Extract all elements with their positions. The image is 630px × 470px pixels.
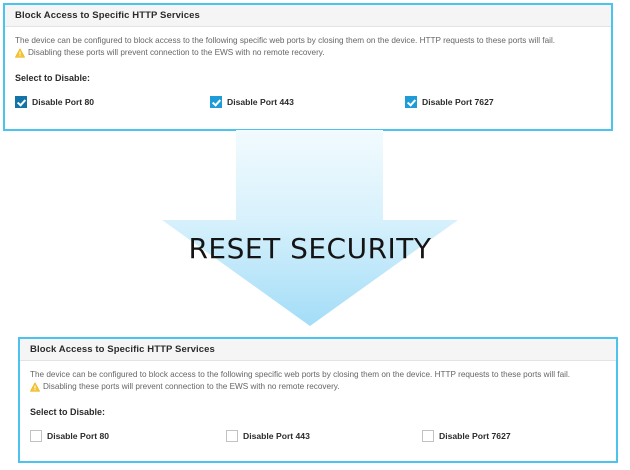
checkbox-item-port-7627-bottom[interactable]: Disable Port 7627 — [422, 430, 511, 442]
page-title: Block Access to Specific HTTP Services — [15, 10, 200, 21]
checkbox-port-443[interactable] — [210, 96, 222, 108]
checkbox-label-port-80-bottom: Disable Port 80 — [47, 431, 110, 441]
checkbox-label-port-7627: Disable Port 7627 — [422, 97, 494, 107]
checkbox-label-port-7627-bottom: Disable Port 7627 — [439, 431, 511, 441]
checkbox-label-port-443-bottom: Disable Port 443 — [243, 431, 310, 441]
checkbox-row-top: Disable Port 80 Disable Port 443 Disable… — [15, 96, 601, 108]
checkbox-item-port-443-bottom[interactable]: Disable Port 443 — [226, 430, 422, 442]
checkbox-item-port-80-bottom[interactable]: Disable Port 80 — [30, 430, 226, 442]
page-title-bottom: Block Access to Specific HTTP Services — [30, 344, 215, 355]
description-line-2-row-bottom: Disabling these ports will prevent conne… — [29, 381, 606, 393]
description-line-2: Disabling these ports will prevent conne… — [28, 48, 325, 57]
http-services-panel-top: Block Access to Specific HTTP Services T… — [3, 3, 613, 131]
checkbox-port-443[interactable] — [226, 430, 238, 442]
description-line-2-bottom: Disabling these ports will prevent conne… — [43, 382, 340, 391]
http-services-panel-bottom: Block Access to Specific HTTP Services T… — [18, 337, 618, 463]
checkbox-row-bottom: Disable Port 80 Disable Port 443 Disable… — [30, 430, 606, 442]
down-arrow-icon — [160, 130, 460, 328]
checkbox-label-port-80: Disable Port 80 — [32, 97, 95, 107]
checkbox-port-80[interactable] — [15, 96, 27, 108]
checkbox-port-80[interactable] — [30, 430, 42, 442]
select-to-disable-label-bottom: Select to Disable: — [30, 407, 106, 417]
warning-triangle-icon — [29, 382, 41, 392]
panel-body-top: The device can be configured to block ac… — [5, 27, 611, 108]
checkbox-port-7627[interactable] — [405, 96, 417, 108]
description-line-1-bottom: The device can be configured to block ac… — [30, 370, 571, 379]
panel-body-bottom: The device can be configured to block ac… — [20, 361, 616, 442]
checkbox-port-7627[interactable] — [422, 430, 434, 442]
checkbox-label-port-443: Disable Port 443 — [227, 97, 294, 107]
panel-header-bottom: Block Access to Specific HTTP Services — [20, 339, 616, 361]
checkbox-item-port-7627[interactable]: Disable Port 7627 — [405, 96, 494, 108]
checkbox-item-port-80[interactable]: Disable Port 80 — [15, 96, 210, 108]
description-line-2-row: Disabling these ports will prevent conne… — [14, 47, 601, 59]
select-to-disable-label: Select to Disable: — [15, 73, 91, 83]
checkbox-item-port-443[interactable]: Disable Port 443 — [210, 96, 405, 108]
warning-triangle-icon — [14, 48, 26, 58]
panel-header-top: Block Access to Specific HTTP Services — [5, 5, 611, 27]
description-line-1: The device can be configured to block ac… — [15, 36, 556, 45]
